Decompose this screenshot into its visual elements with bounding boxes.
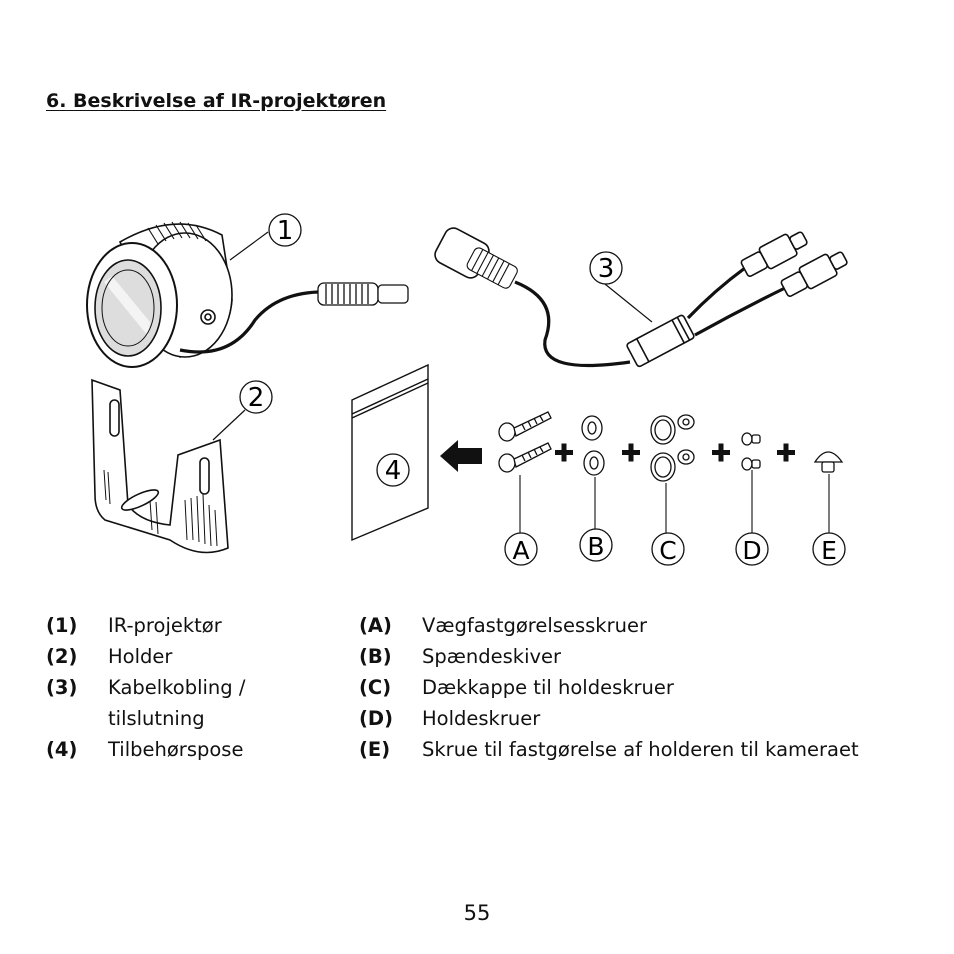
page-number: 55 xyxy=(463,901,491,925)
holder-drawing xyxy=(91,378,246,554)
legend-code: (E) xyxy=(359,738,391,761)
legend-code: (4) xyxy=(46,738,78,761)
legend-item: (C) Dækkappe til holdeskruer xyxy=(359,672,859,703)
callout-3: 3 xyxy=(598,254,615,284)
legend-item: (B) Spændeskiver xyxy=(359,641,859,672)
section-heading: 6. Beskrivelse af IR-projektøren xyxy=(46,90,387,112)
legend-left: (1) IR-projektør (2) Holder (3) Kabelkob… xyxy=(46,610,245,765)
callout-b: B xyxy=(587,532,604,561)
legend-code: (3) xyxy=(46,676,78,699)
legend-item: (2) Holder xyxy=(46,641,245,672)
legend-code: (B) xyxy=(359,645,392,668)
plus-icons xyxy=(555,443,795,462)
legend-text: Skrue til fastgørelse af holderen til ka… xyxy=(422,738,859,761)
callout-1: 1 xyxy=(277,216,294,246)
legend-item: (4) Tilbehørspose xyxy=(46,734,245,765)
legend-text: Holder xyxy=(108,645,173,668)
legend-text: Kabelkobling / xyxy=(108,676,246,699)
legend-text: Tilbehørspose xyxy=(108,738,244,761)
legend-code: (2) xyxy=(46,645,78,668)
legend-code: (D) xyxy=(359,707,394,730)
legend-code: (1) xyxy=(46,614,78,637)
legend-text: Holdeskruer xyxy=(422,707,541,730)
cable-coupling-drawing xyxy=(434,227,848,368)
callout-4: 4 xyxy=(385,456,402,486)
legend-item: (1) IR-projektør xyxy=(46,610,245,641)
legend-item: (3) Kabelkobling / xyxy=(46,672,245,703)
legend-code: (C) xyxy=(359,676,392,699)
legend-code: (A) xyxy=(359,614,392,637)
legend-item: (D) Holdeskruer xyxy=(359,703,859,734)
callout-d: D xyxy=(742,536,761,565)
projector-connector xyxy=(317,282,409,306)
legend-item: (A) Vægfastgørelsesskruer xyxy=(359,610,859,641)
legend-text: IR-projektør xyxy=(108,614,222,637)
arrow-left-icon xyxy=(440,440,482,472)
legend-item: (E) Skrue til fastgørelse af holderen ti… xyxy=(359,734,859,765)
parts-illustration: 1 3 xyxy=(86,213,848,566)
callout-c: C xyxy=(659,536,676,565)
accessory-bag-drawing xyxy=(351,363,429,542)
callout-e: E xyxy=(821,536,837,565)
legend-text: Dækkappe til holdeskruer xyxy=(422,676,674,699)
callout-2: 2 xyxy=(248,383,265,413)
ir-projector-drawing xyxy=(86,221,409,368)
legend-text: Vægfastgørelsesskruer xyxy=(422,614,647,637)
legend-right: (A) Vægfastgørelsesskruer (B) Spændeskiv… xyxy=(359,610,859,765)
small-parts-drawing xyxy=(498,411,844,482)
legend-text: Spændeskiver xyxy=(422,645,562,668)
callout-a: A xyxy=(512,536,529,565)
legend-text-continued: tilslutning xyxy=(108,707,205,730)
